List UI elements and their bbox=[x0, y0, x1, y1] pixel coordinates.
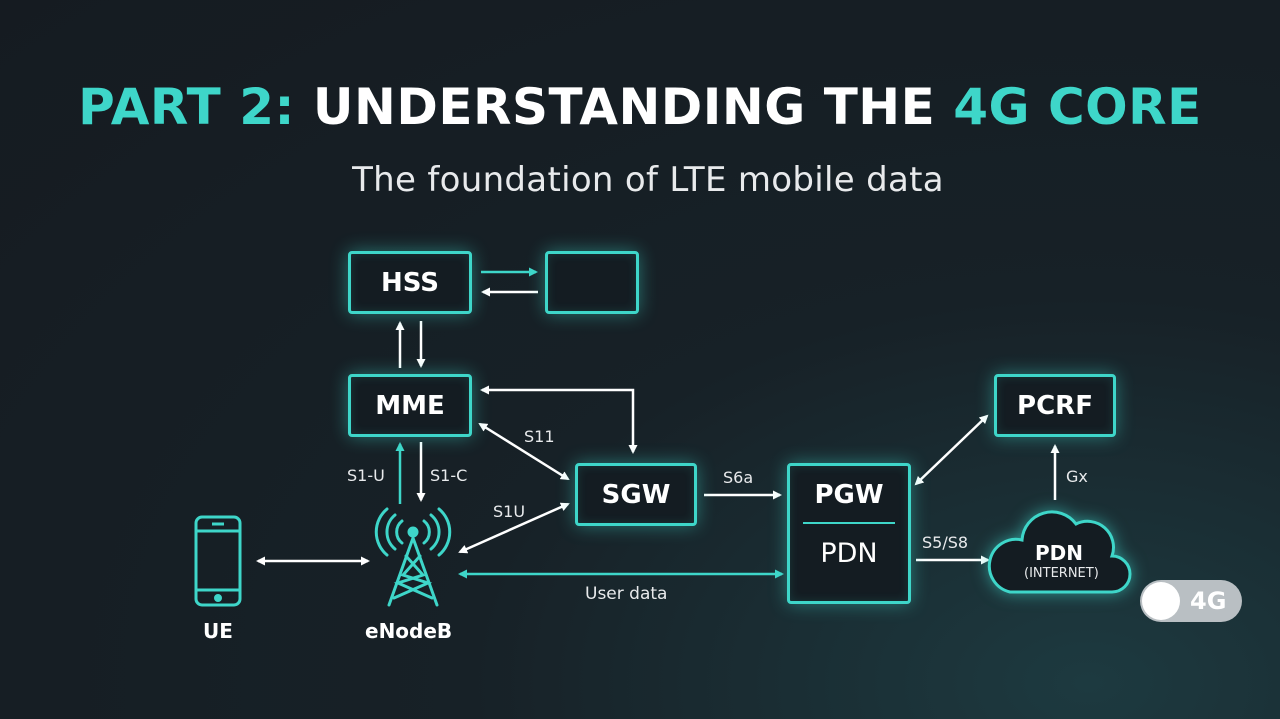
pdn-cloud-label: PDN bbox=[1035, 541, 1083, 565]
s5s8-label: S5/S8 bbox=[922, 533, 969, 552]
pgw-pdn-label: PDN bbox=[820, 538, 878, 569]
cloud-icon bbox=[987, 510, 1132, 594]
enodeb-label: eNodeB bbox=[365, 619, 453, 643]
page-title: PART 2: UNDERSTANDING THE 4G CORE bbox=[0, 78, 1280, 136]
pdn-cloud-sublabel: (INTERNET) bbox=[1024, 566, 1099, 581]
title-part: PART 2: bbox=[78, 78, 295, 136]
s11-label: S11 bbox=[524, 427, 555, 446]
s11-arrow bbox=[478, 422, 570, 481]
pcrf-box: PCRF bbox=[994, 374, 1116, 437]
mme-sgw-top-arrow bbox=[480, 385, 638, 454]
toggle-knob bbox=[1142, 582, 1180, 620]
s1u-sgw-label: S1U bbox=[493, 502, 526, 521]
title-accent: 4G CORE bbox=[953, 78, 1202, 136]
database-box bbox=[545, 251, 639, 314]
title-middle: UNDERSTANDING THE bbox=[312, 78, 936, 136]
hss-label: HSS bbox=[380, 267, 440, 298]
mme-label: MME bbox=[375, 390, 445, 421]
4g-toggle-badge[interactable]: 4G bbox=[1140, 580, 1242, 622]
ue-label: UE bbox=[203, 619, 233, 643]
user-data-label: User data bbox=[585, 584, 668, 604]
gx-label: Gx bbox=[1066, 467, 1088, 486]
sgw-label: SGW bbox=[601, 479, 671, 510]
pgw-box: PGW PDN bbox=[787, 463, 911, 604]
s1c-label: S1-C bbox=[430, 466, 468, 485]
mme-box: MME bbox=[348, 374, 472, 437]
sgw-box: SGW bbox=[575, 463, 697, 526]
badge-label: 4G bbox=[1190, 587, 1227, 615]
cell-tower-icon bbox=[374, 507, 452, 607]
s6a-label: S6a bbox=[723, 468, 754, 487]
pgw-label: PGW bbox=[814, 480, 884, 510]
s1u-arrow bbox=[458, 502, 570, 554]
pcrf-label: PCRF bbox=[1017, 390, 1093, 421]
smartphone-icon bbox=[194, 515, 242, 607]
pgw-divider bbox=[803, 522, 895, 524]
hss-box: HSS bbox=[348, 251, 472, 314]
pgw-pcrf-arrow bbox=[914, 414, 989, 486]
page-subtitle: The foundation of LTE mobile data bbox=[352, 160, 944, 200]
s1u-mme-label: S1-U bbox=[347, 466, 385, 485]
